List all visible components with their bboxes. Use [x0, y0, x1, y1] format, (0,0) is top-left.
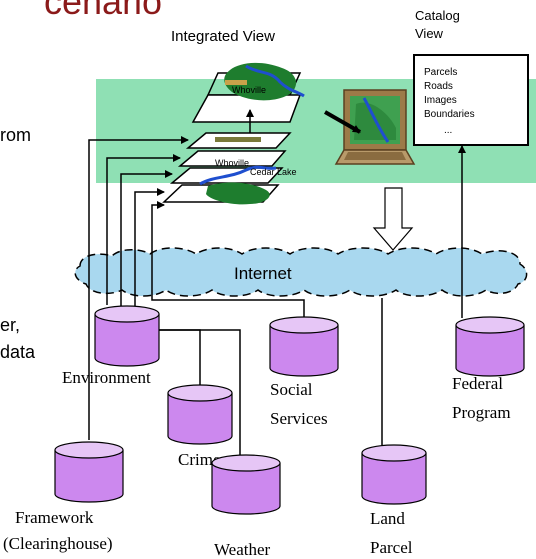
layer-stack: Whoville Cedar Lake [162, 132, 297, 205]
label-framework: Framework [15, 508, 94, 527]
map-label-whoville-top: Whoville [232, 85, 266, 95]
map-label-whoville-mid: Whoville [215, 158, 249, 168]
integrated-view-label: Integrated View [171, 28, 275, 45]
catalog-item-boundaries: Boundaries [424, 109, 475, 120]
integrated-map-layer: Whoville [191, 62, 305, 123]
label-services: Services [270, 409, 328, 428]
catalog-item-roads: Roads [424, 81, 453, 92]
label-environment: Environment [62, 368, 151, 387]
catalog-item-images: Images [424, 95, 457, 106]
left-text-fragment-3: data [0, 342, 36, 362]
request-down-arrow [372, 187, 414, 251]
label-program: Program [452, 403, 511, 422]
label-parcel: Parcel [370, 538, 413, 557]
laptop-pointer-arrow [324, 110, 361, 134]
catalog-item-more: ... [444, 125, 452, 136]
database-environment [94, 305, 160, 367]
label-land: Land [370, 509, 405, 528]
left-text-fragment-1: rom [0, 125, 31, 145]
database-social-services [269, 316, 339, 377]
laptop-icon [334, 89, 416, 165]
link-framework [88, 136, 189, 440]
label-weather: Weather [214, 540, 271, 559]
internet-label: Internet [234, 264, 292, 283]
catalog-view-panel: Parcels Roads Images Boundaries ... [413, 54, 529, 146]
left-text-fragment-2: er, [0, 315, 20, 335]
database-framework [54, 441, 124, 503]
database-federal-program [455, 316, 525, 377]
connections [88, 136, 466, 455]
database-weather [211, 454, 281, 515]
database-land-parcel [361, 444, 427, 505]
link-social [151, 201, 305, 318]
database-crime [167, 384, 233, 445]
label-federal: Federal [452, 374, 503, 393]
internet-cloud: Internet [74, 247, 528, 297]
label-clearinghouse: (Clearinghouse) [3, 534, 113, 553]
label-social: Social [270, 380, 313, 399]
catalog-item-parcels: Parcels [424, 67, 457, 78]
map-label-cedar-lake: Cedar Lake [250, 167, 297, 177]
page-title: cenario [44, 0, 162, 22]
catalog-view-label-line2: View [415, 26, 444, 41]
link-environment [106, 154, 181, 305]
catalog-view-label-line1: Catalog [415, 8, 460, 23]
label-crime: Crime [178, 450, 221, 469]
